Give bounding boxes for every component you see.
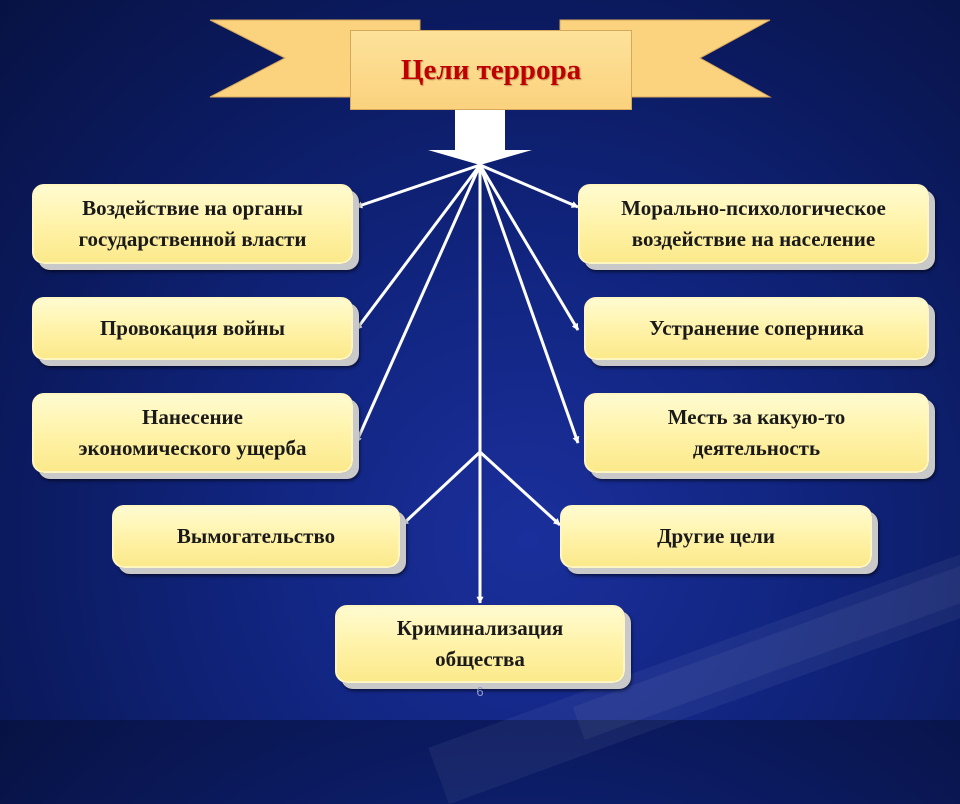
goal-right-1: Устранение соперника bbox=[584, 297, 929, 360]
goal-left-1: Провокация войны bbox=[32, 297, 353, 360]
arrow-to-goal-right-2 bbox=[478, 164, 580, 444]
page-title: Цели террора bbox=[350, 30, 632, 110]
arrow-to-goal-left-1 bbox=[354, 164, 482, 331]
arrow-to-goal-right-0 bbox=[479, 163, 579, 209]
arrow-to-goal-left-0 bbox=[355, 163, 481, 209]
goal-right-3: Другие цели bbox=[560, 505, 872, 568]
goal-left-3: Вымогательство bbox=[112, 505, 400, 568]
arrow-to-goal-right-3 bbox=[478, 450, 562, 527]
arrow-to-goal-left-2 bbox=[354, 164, 482, 444]
arrow-to-goal-left-3 bbox=[400, 450, 482, 527]
banner-block-arrow bbox=[428, 110, 532, 165]
arrow-to-goal-right-1 bbox=[478, 164, 580, 331]
page-number: 6 bbox=[476, 684, 484, 699]
